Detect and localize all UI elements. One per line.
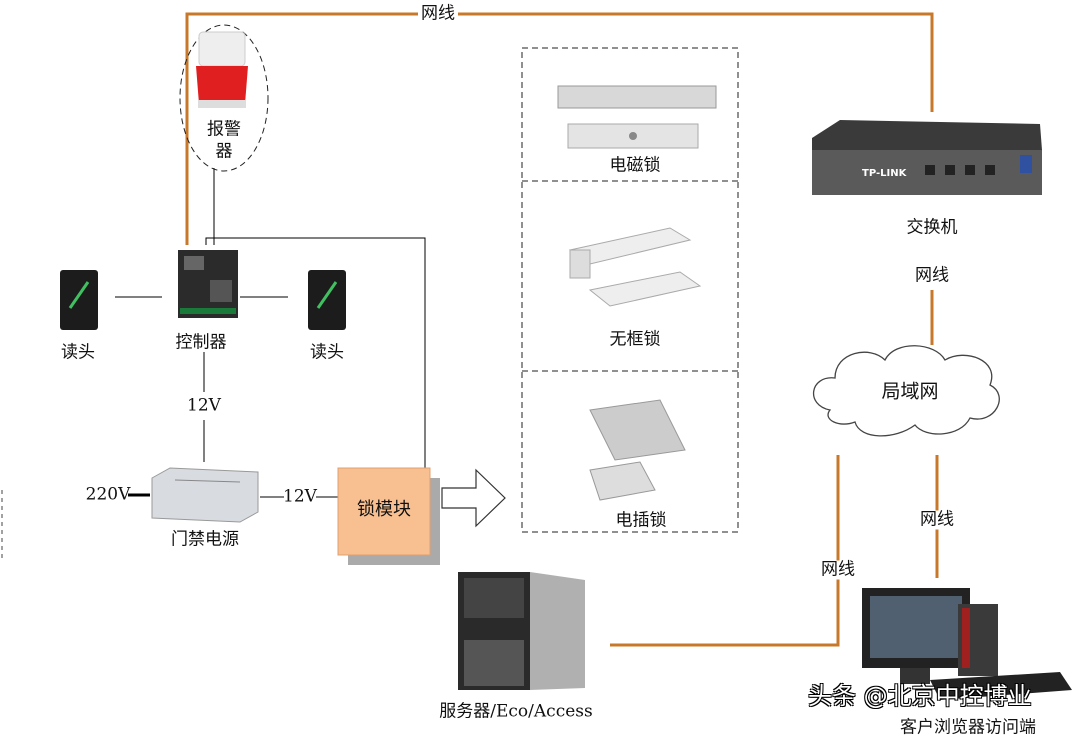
bolt-lock-icon: [589, 399, 686, 501]
alarm-label-1: 报警: [207, 119, 241, 140]
frameless-lock-icon: [568, 227, 702, 307]
wire-lock-module: [205, 237, 426, 470]
controller-label: 控制器: [175, 332, 227, 353]
switch-label: 交换机: [906, 217, 958, 238]
lock-module-label: 锁模块: [357, 499, 411, 520]
frameless-lock-label: 无框锁: [609, 329, 661, 350]
server-cable-label: 网线: [818, 560, 858, 580]
lock-module-box: [337, 467, 431, 556]
alarm-label-2: 器: [215, 141, 233, 162]
alarm-siren-icon: [196, 31, 248, 108]
controller-board-icon: [178, 250, 238, 318]
lan-cloud-icon: [813, 345, 1000, 437]
magnetic-lock-icon: [557, 85, 717, 149]
card-reader-right-icon: [308, 270, 346, 330]
magnetic-lock-label: 电磁锁: [609, 155, 661, 176]
top-network-cable: [185, 12, 934, 245]
reader-left-label: 读头: [61, 342, 95, 363]
client-label: 客户浏览器访问端: [900, 717, 1036, 738]
client-cable-label: 网线: [917, 510, 957, 530]
lan-server-cable: [610, 455, 840, 647]
power-supply-label: 门禁电源: [171, 529, 239, 550]
watermark: 头条 @北京中控博业: [808, 682, 1032, 710]
card-reader-left-icon: [60, 270, 98, 330]
lan-label: 局域网: [881, 380, 939, 403]
reader-right-label: 读头: [310, 342, 344, 363]
controller-voltage-label: 12V: [187, 395, 221, 416]
bolt-lock-label: 电插锁: [615, 510, 667, 531]
switch-cable-label: 网线: [912, 266, 952, 286]
network-switch-icon: [812, 120, 1042, 195]
client-computer-icon: [862, 588, 1072, 700]
hollow-arrow-icon: [441, 468, 506, 528]
mains-voltage-label: 220V: [85, 484, 131, 505]
top-cable-label: 网线: [418, 4, 458, 24]
power-supply-icon: [151, 467, 259, 523]
server-icon: [458, 572, 585, 690]
alarm-dashed-outline: [179, 24, 269, 172]
lock-voltage-label: 12V: [283, 486, 317, 507]
server-label: 服务器/Eco/Access: [439, 701, 593, 722]
switch-brand-text: TP-LINK: [862, 168, 908, 179]
